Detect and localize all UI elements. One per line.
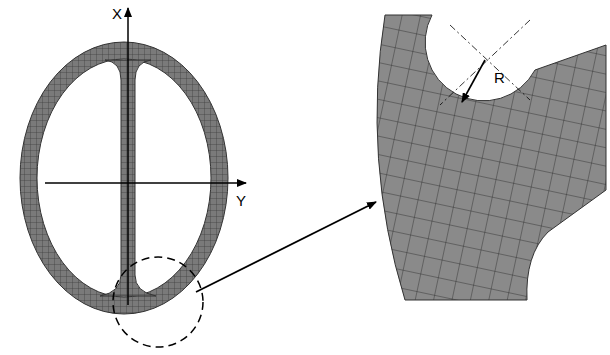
detail-arrow [196,202,376,292]
radius-indicator [440,20,530,105]
axis-label: X [112,6,122,21]
x-axis [127,8,129,305]
axis-label: Y [236,193,246,208]
detail-circle [113,257,203,347]
radius-label: R [494,70,505,85]
y-axis [45,182,246,184]
fillet-mesh [377,15,606,300]
